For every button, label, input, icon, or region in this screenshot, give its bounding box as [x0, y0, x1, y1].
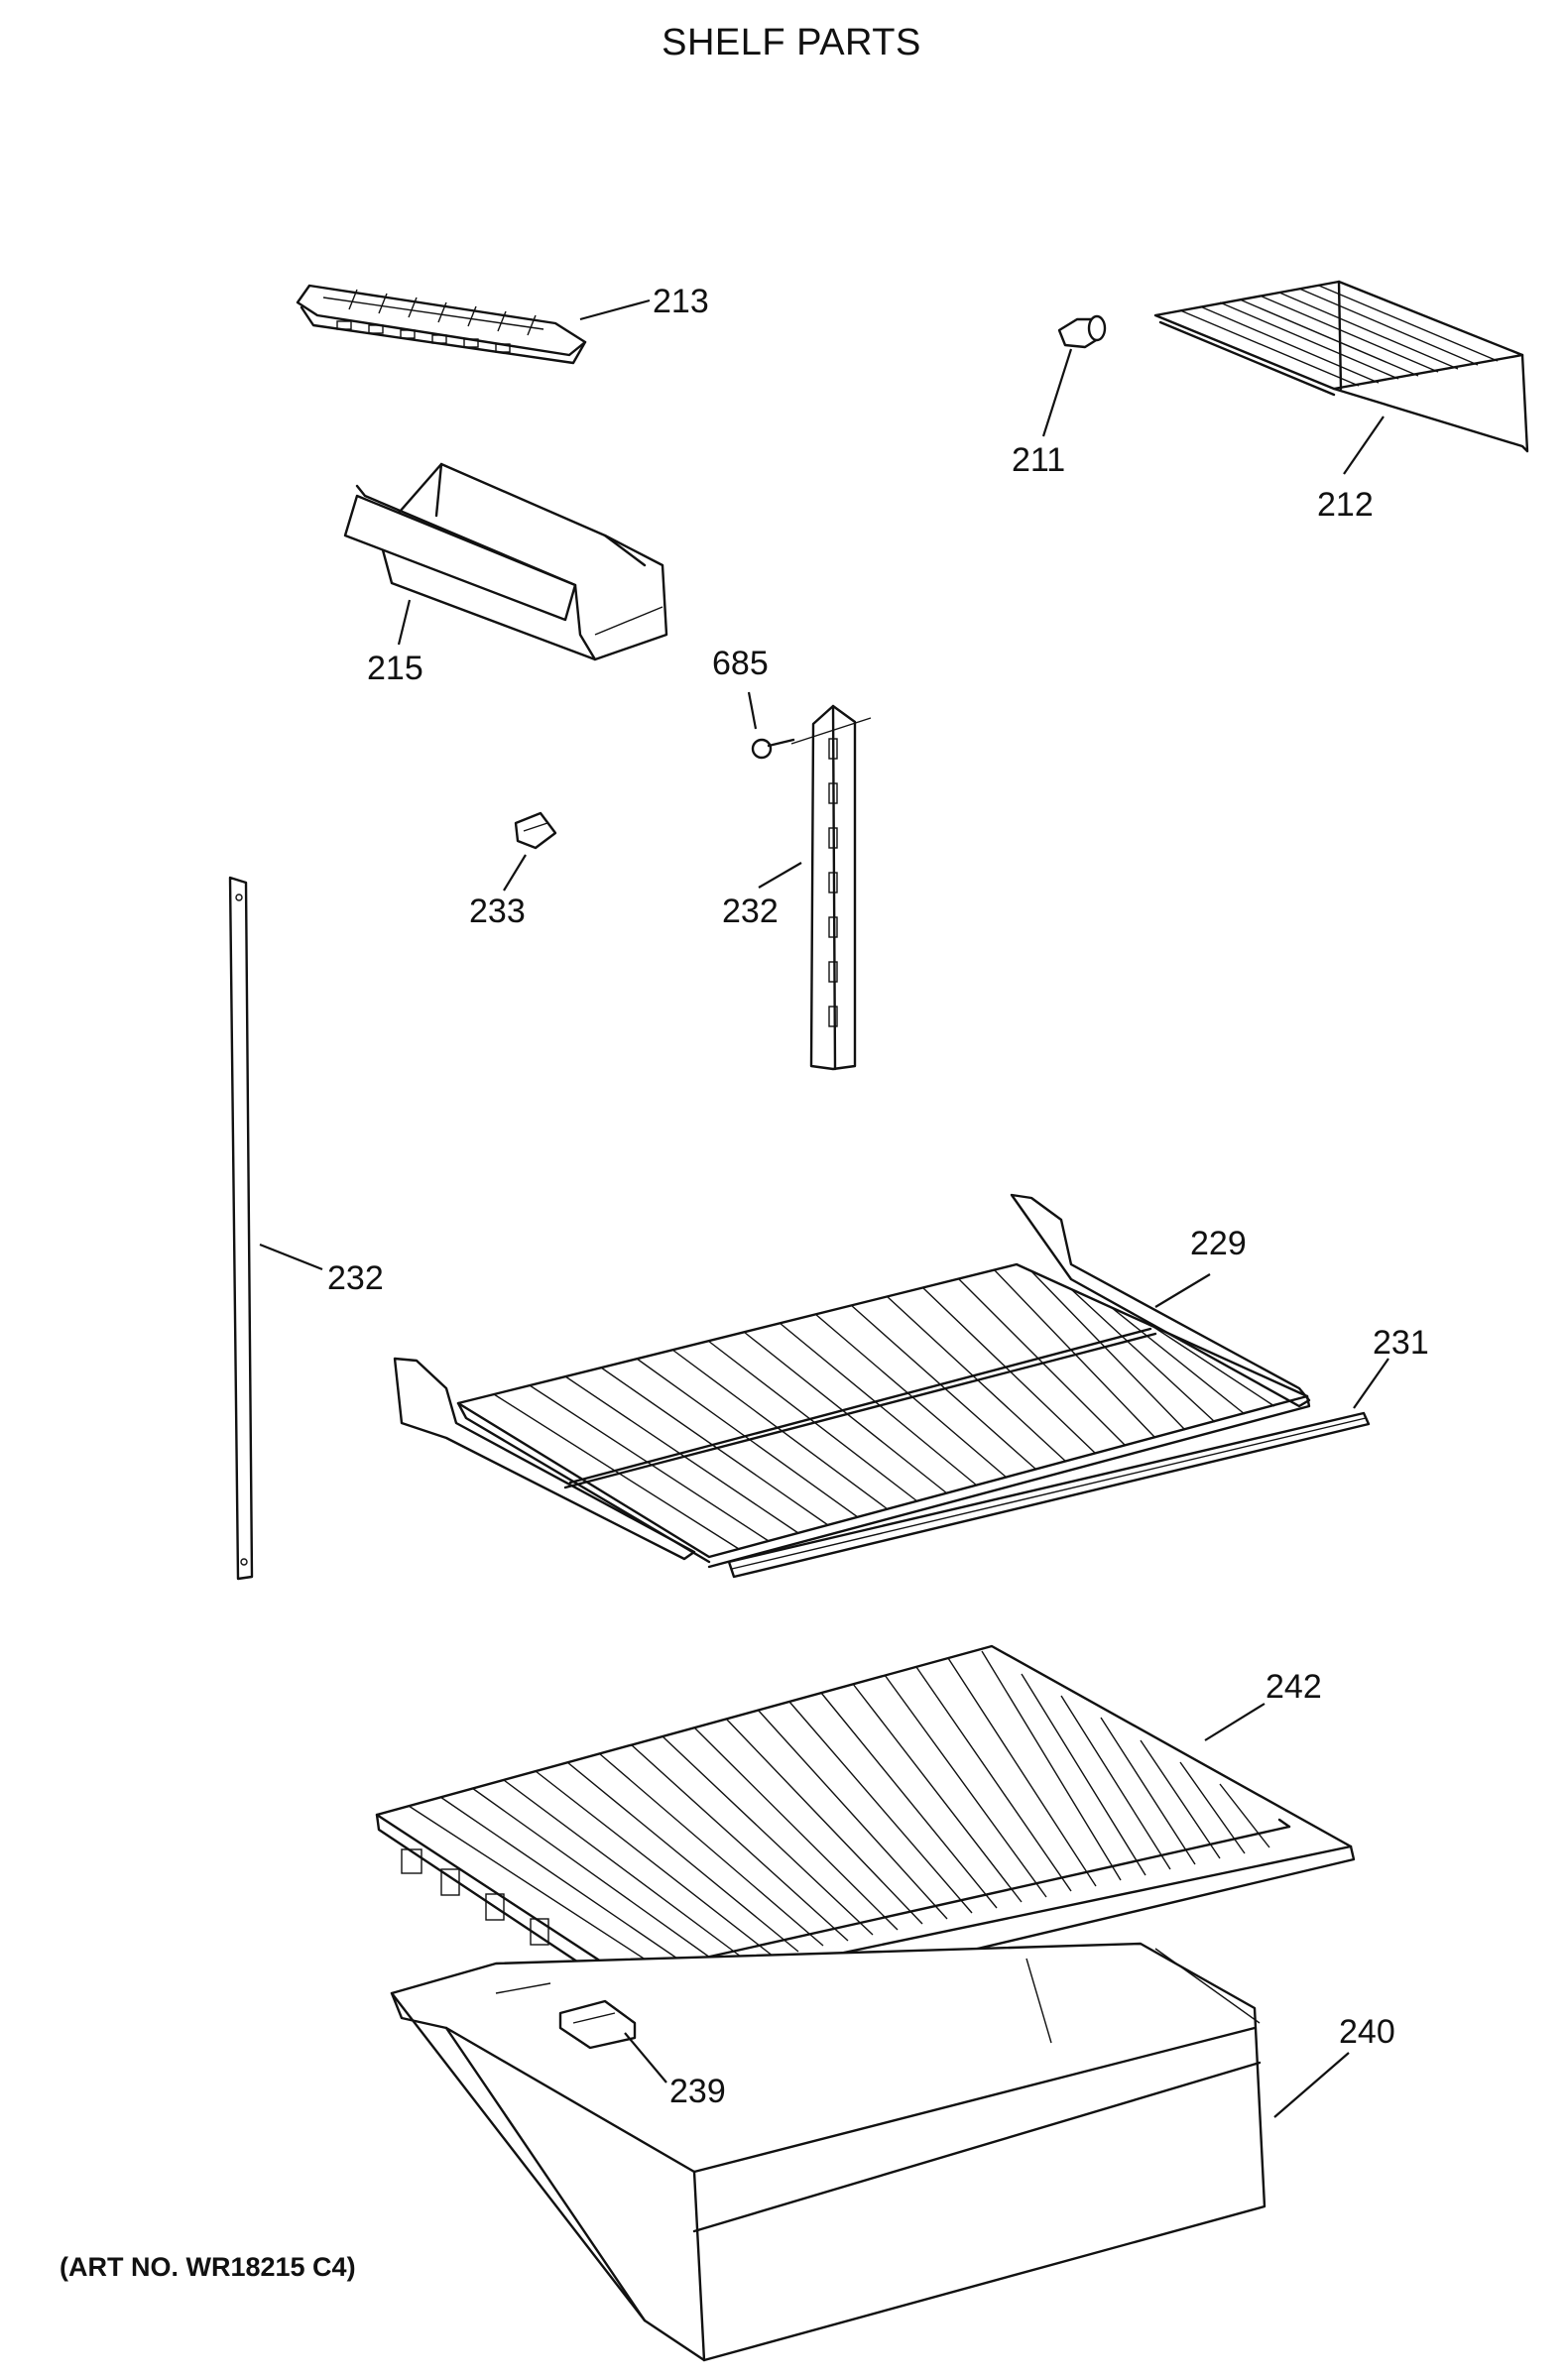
wire-shelf-drawing: [393, 1193, 1311, 1569]
ice-tray-drawing: [296, 284, 587, 365]
callout-211: 211: [1012, 441, 1065, 479]
leader-lines: [259, 298, 1389, 2118]
callout-212: 212: [1317, 486, 1374, 524]
diagram-title: SHELF PARTS: [662, 22, 921, 63]
callout-229: 229: [1190, 1225, 1247, 1262]
right-rail-drawing: [790, 704, 872, 1071]
small-wire-shelf-drawing: [1153, 280, 1529, 453]
shelf-pin-drawing: [1057, 314, 1107, 349]
screw-drawing: [751, 738, 795, 760]
callout-242: 242: [1266, 1668, 1322, 1706]
callout-240: 240: [1339, 2013, 1395, 2051]
callout-232-right: 232: [722, 892, 779, 930]
glass-cover-drawing: [375, 1644, 1356, 2025]
left-rail-drawing: [228, 876, 254, 1581]
art-number: (ART NO. WR18215 C4): [60, 2252, 356, 2282]
callout-233: 233: [469, 892, 526, 930]
pan-support-drawing: [558, 1999, 637, 2050]
trim-strip-drawing: [727, 1411, 1371, 1579]
callout-215: 215: [367, 650, 423, 687]
callout-213: 213: [653, 283, 709, 320]
callout-232-left: 232: [327, 1259, 384, 1297]
callout-685: 685: [712, 645, 769, 682]
callout-239: 239: [669, 2073, 726, 2110]
crisper-pan-drawing: [390, 1942, 1266, 2362]
clip-drawing: [514, 811, 557, 850]
callout-labels: 213 211 212 215 685 233 232 232 229 231 …: [327, 283, 1429, 2110]
callout-231: 231: [1373, 1324, 1429, 1362]
bin-drawing: [343, 462, 668, 661]
